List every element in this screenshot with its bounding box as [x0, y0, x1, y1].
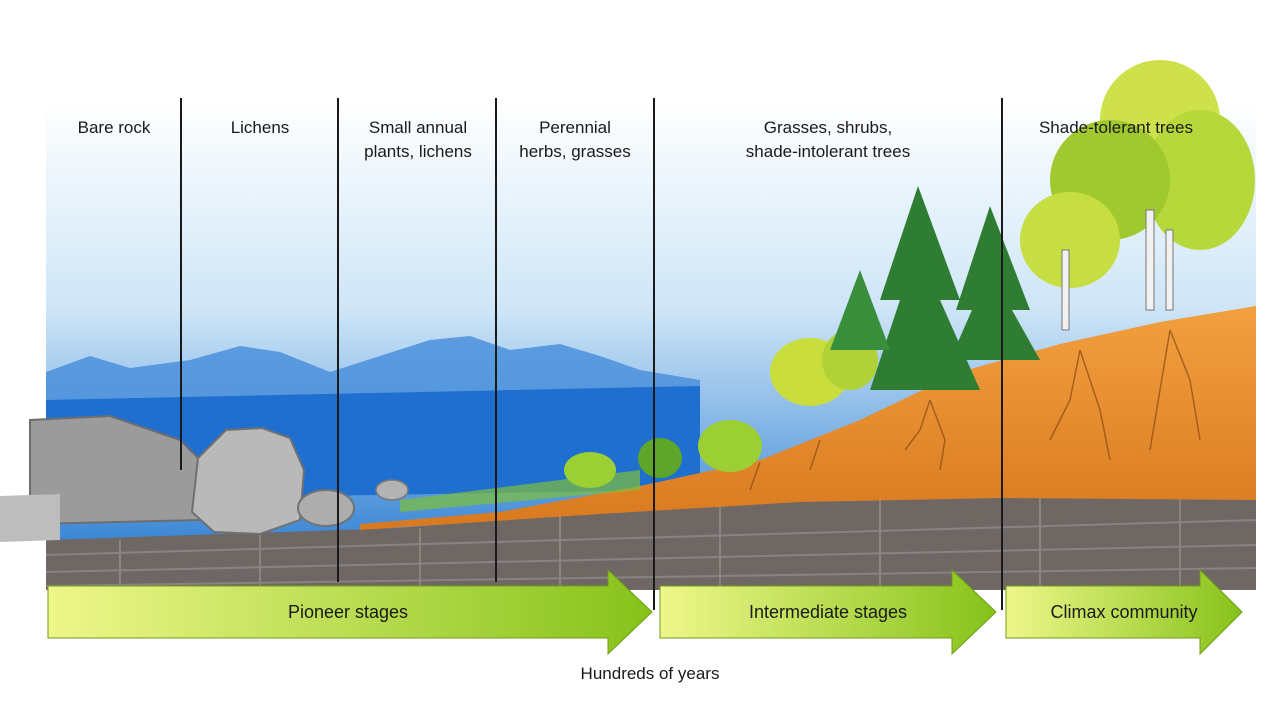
stage-label-shade-tolerant-trees: Shade-tolerant trees	[1038, 118, 1194, 137]
stage-dividers	[180, 98, 1003, 610]
stage-label-lichens: Lichens	[230, 118, 290, 137]
stage-label-perennial-herbs: Perennial herbs, grasses	[519, 118, 631, 161]
grasses	[400, 420, 762, 512]
phase-label-climax: Climax community	[1050, 602, 1198, 622]
stage-label-grasses-shrubs: Grasses, shrubs, shade-intolerant trees	[745, 118, 911, 161]
small-rock	[297, 489, 355, 527]
pioneer-stages-arrow	[47, 568, 653, 656]
bare-rock-shelf	[0, 494, 60, 542]
stage-label-bare-rock: Bare rock	[77, 118, 151, 137]
phase-label-intermediate: Intermediate stages	[748, 602, 908, 622]
stage-label-small-annual-plants: Small annual plants, lichens	[364, 118, 472, 161]
small-rock	[375, 479, 409, 501]
time-axis-label: Hundreds of years	[580, 664, 720, 683]
lichen-boulder	[190, 426, 306, 536]
phase-label-pioneer: Pioneer stages	[287, 602, 409, 622]
climax-community-arrow	[1005, 568, 1243, 656]
conifer-trees	[830, 186, 1040, 390]
bedrock-cracks	[45, 495, 1257, 590]
soil-layer	[360, 306, 1256, 530]
intermediate-stages-arrow	[659, 568, 997, 656]
deciduous-trees	[1020, 60, 1255, 331]
roots	[749, 329, 1201, 491]
